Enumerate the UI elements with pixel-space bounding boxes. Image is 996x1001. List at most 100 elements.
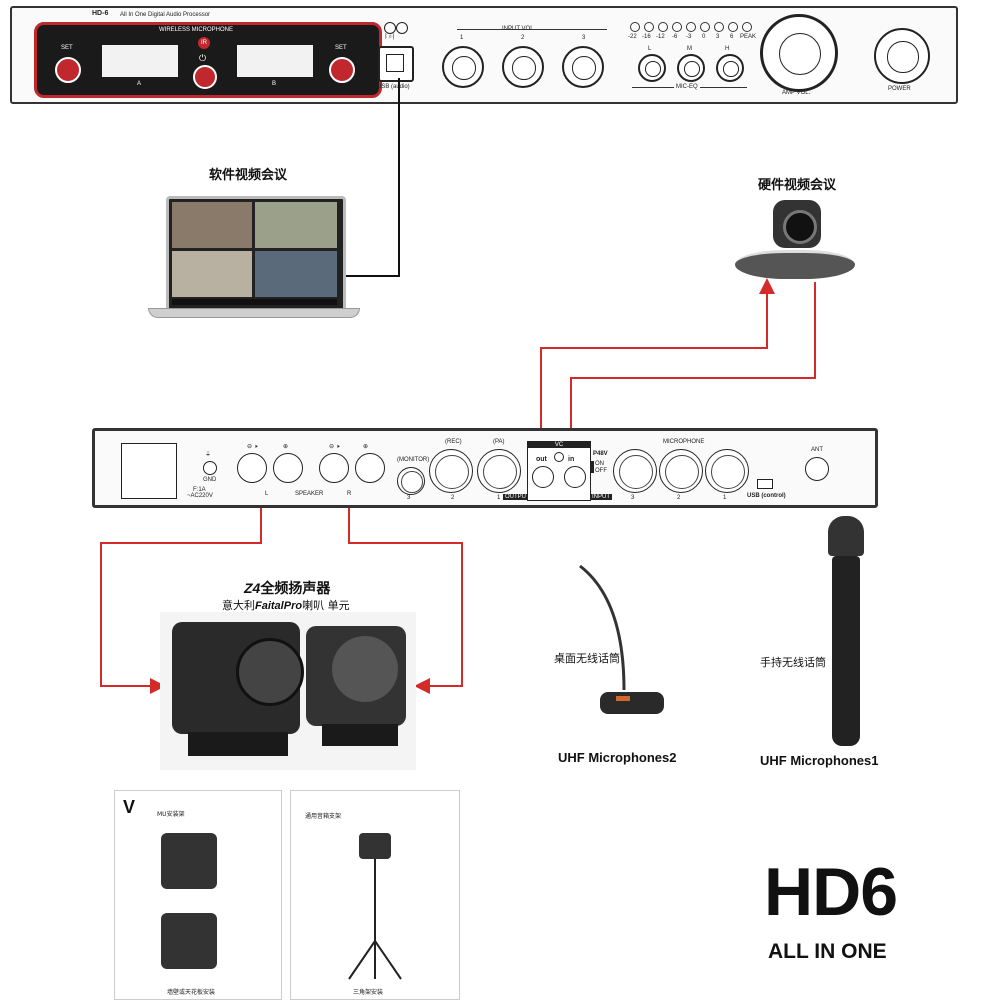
usb-control-port[interactable]: [757, 479, 773, 489]
vc-out-jack[interactable]: [532, 466, 554, 488]
speaker-subtitle: 意大利FaitalPro喇叭 单元: [222, 597, 350, 613]
spk-r-terminal-minus[interactable]: [319, 453, 349, 483]
vc-mid-jack[interactable]: [554, 452, 564, 462]
led-9: [742, 22, 752, 32]
usb-audio-port[interactable]: [378, 46, 414, 82]
power-icon: ⏻: [199, 53, 207, 63]
laptop-base: [148, 308, 360, 318]
microphone-label: MICROPHONE: [663, 439, 705, 445]
led-3: [658, 22, 668, 32]
speaker-label: SPEAKER: [295, 491, 324, 497]
vc-box: VC out in: [527, 441, 591, 501]
input-2-label: 2: [521, 35, 525, 41]
bluetooth-icon: ᛒ ▷|: [384, 34, 395, 40]
eq-m-knob[interactable]: [677, 54, 705, 82]
vc-in-jack[interactable]: [564, 466, 586, 488]
mic-in-3-jack[interactable]: [613, 449, 657, 493]
rear-panel: ⏚ GND F:1A ~AC220V ⊖ 🕨 ⊕ L SPEAKER ⊖ 🕨 ⊕…: [92, 428, 878, 508]
spk-r-plus-icon: ⊕: [363, 444, 369, 450]
speaker-sub-post: 喇叭 单元: [302, 599, 350, 612]
spk-r-minus-icon: ⊖ 🕨: [329, 444, 340, 450]
mic-num-3: 3: [631, 495, 635, 501]
vc-label: VC: [528, 442, 590, 448]
led-scale-4: -6: [672, 34, 678, 40]
input-vol-knob-3[interactable]: [562, 46, 604, 88]
led-scale-5: -3: [686, 34, 692, 40]
desk-mic-model: UHF Microphones2: [558, 750, 677, 765]
laptop: [148, 190, 360, 320]
usb-control-label: USB (control): [747, 493, 786, 499]
mic-body: [832, 556, 860, 746]
video-tile-4: [255, 251, 337, 297]
mic-in-1-jack[interactable]: [705, 449, 749, 493]
desk-mic-drawing: [579, 564, 664, 714]
front-subtitle: All In One Digital Audio Processor: [120, 12, 211, 18]
output-1-jack[interactable]: [477, 449, 521, 493]
desk-mic-label: 桌面无线话筒: [554, 652, 620, 665]
input-label: INPUT: [590, 494, 612, 500]
input-vol-knob-2[interactable]: [502, 46, 544, 88]
mic-num-1: 1: [723, 495, 727, 501]
ground-icon: ⏚: [205, 452, 212, 458]
led-8: [728, 22, 738, 32]
speaker-l-line: [100, 470, 262, 694]
output-3-jack[interactable]: [397, 467, 425, 495]
led-6: [700, 22, 710, 32]
vc-out-label: out: [536, 456, 547, 463]
front-panel: HD-6 All In One Digital Audio Processor …: [10, 6, 958, 104]
spk-l-terminal-minus[interactable]: [237, 453, 267, 483]
spk-r-terminal-plus[interactable]: [355, 453, 385, 483]
speaker-right-bracket: [322, 724, 398, 746]
eq-h-label: H: [725, 46, 730, 52]
mount-box-2-title: 通用音箱支架: [305, 813, 342, 820]
power-label: POWER: [888, 86, 911, 92]
vc-out-line: [540, 278, 775, 456]
input-vol-line: [457, 29, 607, 30]
mount-box-2: 通用音箱支架 三角架安装: [290, 790, 460, 1000]
antenna-jack[interactable]: [805, 457, 829, 481]
display-b: [237, 45, 313, 77]
rec-label: (REC): [445, 439, 462, 445]
gnd-terminal[interactable]: [203, 461, 217, 475]
mic-in-2-jack[interactable]: [659, 449, 703, 493]
ptz-camera: [735, 198, 855, 280]
usb-cable-line: [346, 78, 400, 277]
brand-sub: ALL IN ONE: [768, 940, 887, 963]
speaker-r-line: [348, 470, 463, 694]
led-scale-9: PEAK: [740, 34, 757, 40]
usb-audio-label: USB (audio): [377, 84, 410, 90]
mount-box-2-caption: 三角架安装: [353, 989, 384, 996]
hardware-conf-label: 硬件视频会议: [758, 178, 837, 193]
eq-l-knob[interactable]: [638, 54, 666, 82]
input-vol-knob-1[interactable]: [442, 46, 484, 88]
speaker-right-grille: [332, 636, 398, 702]
input-1-label: 1: [460, 35, 464, 41]
wireless-power-button[interactable]: [193, 65, 217, 89]
eq-h-knob[interactable]: [716, 54, 744, 82]
iec-power-inlet[interactable]: [121, 443, 177, 499]
output-label: OUTPUT: [503, 494, 532, 500]
power-button[interactable]: [874, 28, 930, 84]
wireless-label: WIRELESS MICROPHONE: [159, 27, 234, 33]
channel-a-label: A: [137, 81, 142, 87]
amp-vol-knob[interactable]: [760, 14, 838, 92]
mount-box-1-title: MU安装架: [157, 811, 185, 818]
led-2: [644, 22, 654, 32]
front-model: HD-6: [92, 10, 109, 17]
speaker-sub-brand: FaitalPro: [255, 600, 303, 612]
ant-label: ANT: [811, 447, 823, 453]
mic-num-2: 2: [677, 495, 681, 501]
p48v-switch[interactable]: [591, 461, 594, 473]
bt-led-2: [396, 22, 408, 34]
set-left-button[interactable]: [55, 57, 81, 83]
speakers-image: [160, 612, 416, 770]
input-3-label: 3: [582, 35, 586, 41]
output-2-jack[interactable]: [429, 449, 473, 493]
set-right-button[interactable]: [329, 57, 355, 83]
monitor-label: (MONITOR): [397, 457, 430, 463]
led-scale-8: 6: [730, 34, 734, 40]
spk-l-terminal-plus[interactable]: [273, 453, 303, 483]
wall-mount-image-2: [161, 913, 217, 969]
mic-eq-label: MIC-EQ: [674, 84, 700, 90]
